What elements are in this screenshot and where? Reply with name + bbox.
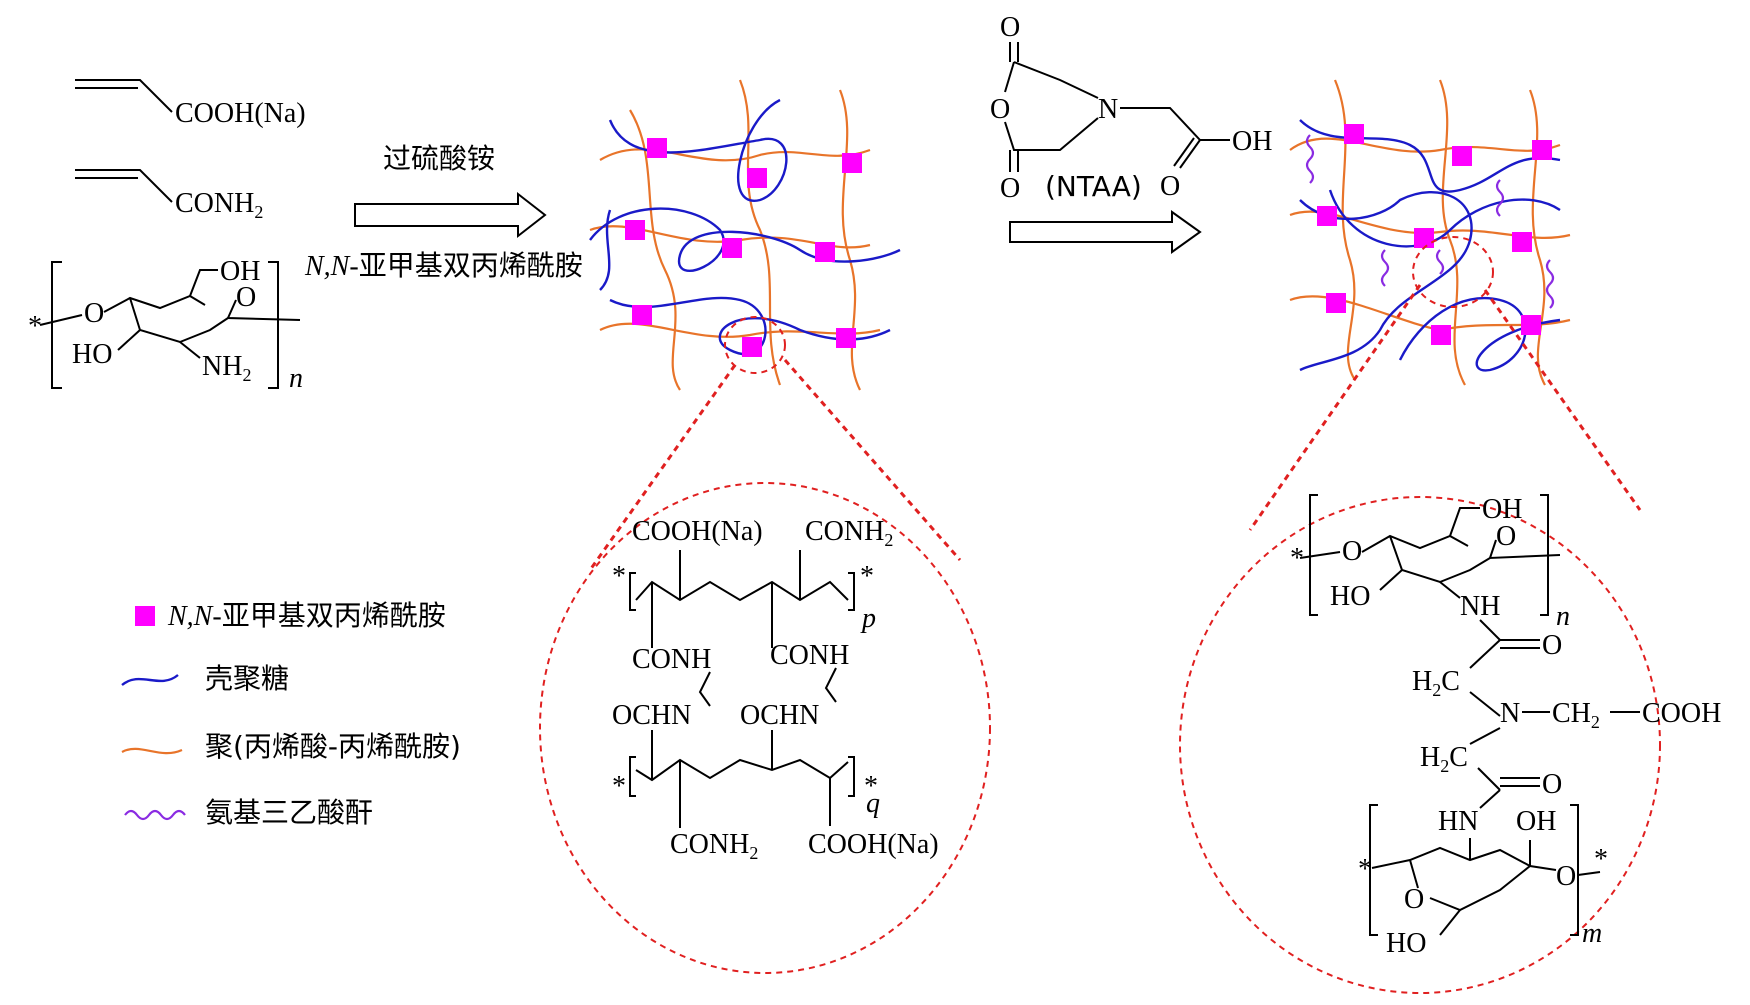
zoom-right-o-ring-bottom: O <box>1404 884 1424 915</box>
crosslink-node <box>836 328 856 348</box>
legend-chitosan-swatch <box>121 674 179 686</box>
zoom-right-o-glyco-bottom: O <box>1556 861 1576 892</box>
zoom-right-h2c-2: H2C <box>1420 742 1468 776</box>
crosslink-node <box>1414 228 1434 248</box>
zoom-left-conh2-bottom: CONH2 <box>670 829 758 863</box>
crosslink-node <box>1317 206 1337 226</box>
zoom-left-star-3: * <box>612 771 626 802</box>
zoom-left: COOH(Na) CONH2 * * p CONH CONH OCHN OCHN… <box>539 482 991 974</box>
hydrogel-network-1 <box>589 79 901 391</box>
zoom-right-o-carbonyl1: O <box>1542 630 1562 661</box>
ntaa-label: (NTAA) <box>1045 170 1142 203</box>
zoom-left-cooh-bottom: COOH(Na) <box>808 829 939 860</box>
ntaa-o-top: O <box>1000 12 1020 43</box>
acrylic-acid-structure: COOH(Na) <box>75 79 306 129</box>
step1-arrow <box>354 191 547 239</box>
initiator-label: 过硫酸铵 <box>383 142 495 175</box>
crosslink-node <box>1512 232 1532 252</box>
zoom-right-cooh: COOH <box>1642 698 1721 729</box>
chitosan-oh: OH <box>220 256 260 287</box>
legend-crosslinker-swatch <box>135 606 155 626</box>
crosslink-node <box>1532 140 1552 160</box>
zoom-left-conh-a: CONH <box>632 644 711 675</box>
zoom-left-cooh-top: COOH(Na) <box>632 516 763 547</box>
zoom-right-o-carbonyl2: O <box>1542 769 1562 800</box>
zoom-right-m: m <box>1582 918 1602 949</box>
zoom-right-o-glyco-top: O <box>1342 536 1362 567</box>
crosslink-node <box>625 220 645 240</box>
step2-arrow <box>1009 210 1202 254</box>
zoom-right-o-ring-top: O <box>1496 521 1516 552</box>
chitosan-star: * <box>28 311 42 342</box>
ntaa-n: N <box>1098 94 1118 125</box>
zoom-right-n-center: N <box>1500 698 1520 729</box>
zoom-right-oh-bottom: OH <box>1516 806 1556 837</box>
zoom-right-oh-top: OH <box>1482 494 1522 525</box>
legend-polymer-swatch <box>121 747 183 755</box>
acrylic-acid-label: COOH(Na) <box>175 98 306 129</box>
crosslink-node <box>632 305 652 325</box>
crosslink-node <box>722 238 742 258</box>
crosslink-node <box>842 153 862 173</box>
zoom-left-conh-b: CONH <box>770 640 849 671</box>
crosslink-node <box>1521 315 1541 335</box>
chitosan-ho: HO <box>72 339 112 370</box>
chitosan-ring-o: O <box>236 282 256 313</box>
crosslinker-label: N,N-亚甲基双丙烯酰胺 <box>304 249 583 282</box>
chitosan-n: n <box>289 363 303 394</box>
ntaa-reagent: O N O O O OH (NTAA) <box>990 12 1272 254</box>
zoom-right-star-2: * <box>1358 854 1372 885</box>
zoom-left-p: p <box>860 603 876 634</box>
ntaa-oh: OH <box>1232 126 1272 157</box>
ntaa-o-carbonyl: O <box>1160 171 1180 202</box>
crosslink-node <box>1344 124 1364 144</box>
legend-item-polymer: 聚(丙烯酸-丙烯酰胺) <box>205 730 461 763</box>
zoom-right: * O OH O HO NH n O H2C N CH2 COOH H2C O <box>1179 494 1721 994</box>
zoom-left-ochn-b: OCHN <box>740 700 819 731</box>
crosslink-node <box>747 168 767 188</box>
step1-arrow-group: 过硫酸铵 N,N-亚甲基双丙烯酰胺 <box>304 142 583 282</box>
zoom-left-star-2: * <box>860 561 874 592</box>
legend-item-ntaa: 氨基三乙酸酐 <box>205 796 373 829</box>
crosslink-node <box>742 337 762 357</box>
zoom-right-ho-top: HO <box>1330 581 1370 612</box>
chitosan-structure: * O OH O HO NH2 n <box>28 256 303 394</box>
hydrogel-network-2 <box>1289 79 1571 386</box>
acrylamide-label: CONH2 <box>175 188 263 222</box>
legend-item-chitosan: 壳聚糖 <box>205 662 289 695</box>
zoom-left-conh2-top: CONH2 <box>805 516 893 550</box>
legend-ntaa-swatch <box>124 809 186 821</box>
crosslink-node <box>1431 325 1451 345</box>
zoom-left-ochn-a: OCHN <box>612 700 691 731</box>
ntaa-o-ring: O <box>990 94 1010 125</box>
chitosan-glyco-o: O <box>84 298 104 329</box>
crosslink-node <box>1452 146 1472 166</box>
zoom-right-hn-bottom: HN <box>1438 806 1478 837</box>
acrylamide-structure: CONH2 <box>75 169 263 222</box>
zoom-right-star: * <box>1290 543 1304 574</box>
zoom-left-star-4: * <box>864 771 878 802</box>
zoom-left-star: * <box>612 561 626 592</box>
crosslink-node <box>647 138 667 158</box>
zoom-right-star-3: * <box>1594 844 1608 875</box>
legend-item-crosslinker: N,N-亚甲基双丙烯酰胺 <box>167 599 446 632</box>
legend: N,N-亚甲基双丙烯酰胺 壳聚糖 聚(丙烯酸-丙烯酰胺) 氨基三乙酸酐 <box>121 599 461 829</box>
zoom-left-q: q <box>866 788 880 819</box>
zoom-right-n: n <box>1556 601 1570 632</box>
chitosan-nh2: NH2 <box>202 351 251 385</box>
crosslink-node <box>1326 293 1346 313</box>
crosslink-node <box>815 242 835 262</box>
zoom-right-nh-top: NH <box>1460 591 1500 622</box>
zoom-right-h2c-1: H2C <box>1412 666 1460 700</box>
zoom-right-ho-bottom: HO <box>1386 928 1426 959</box>
ntaa-o-bottom: O <box>1000 173 1020 204</box>
zoom-right-ch2: CH2 <box>1552 698 1600 732</box>
